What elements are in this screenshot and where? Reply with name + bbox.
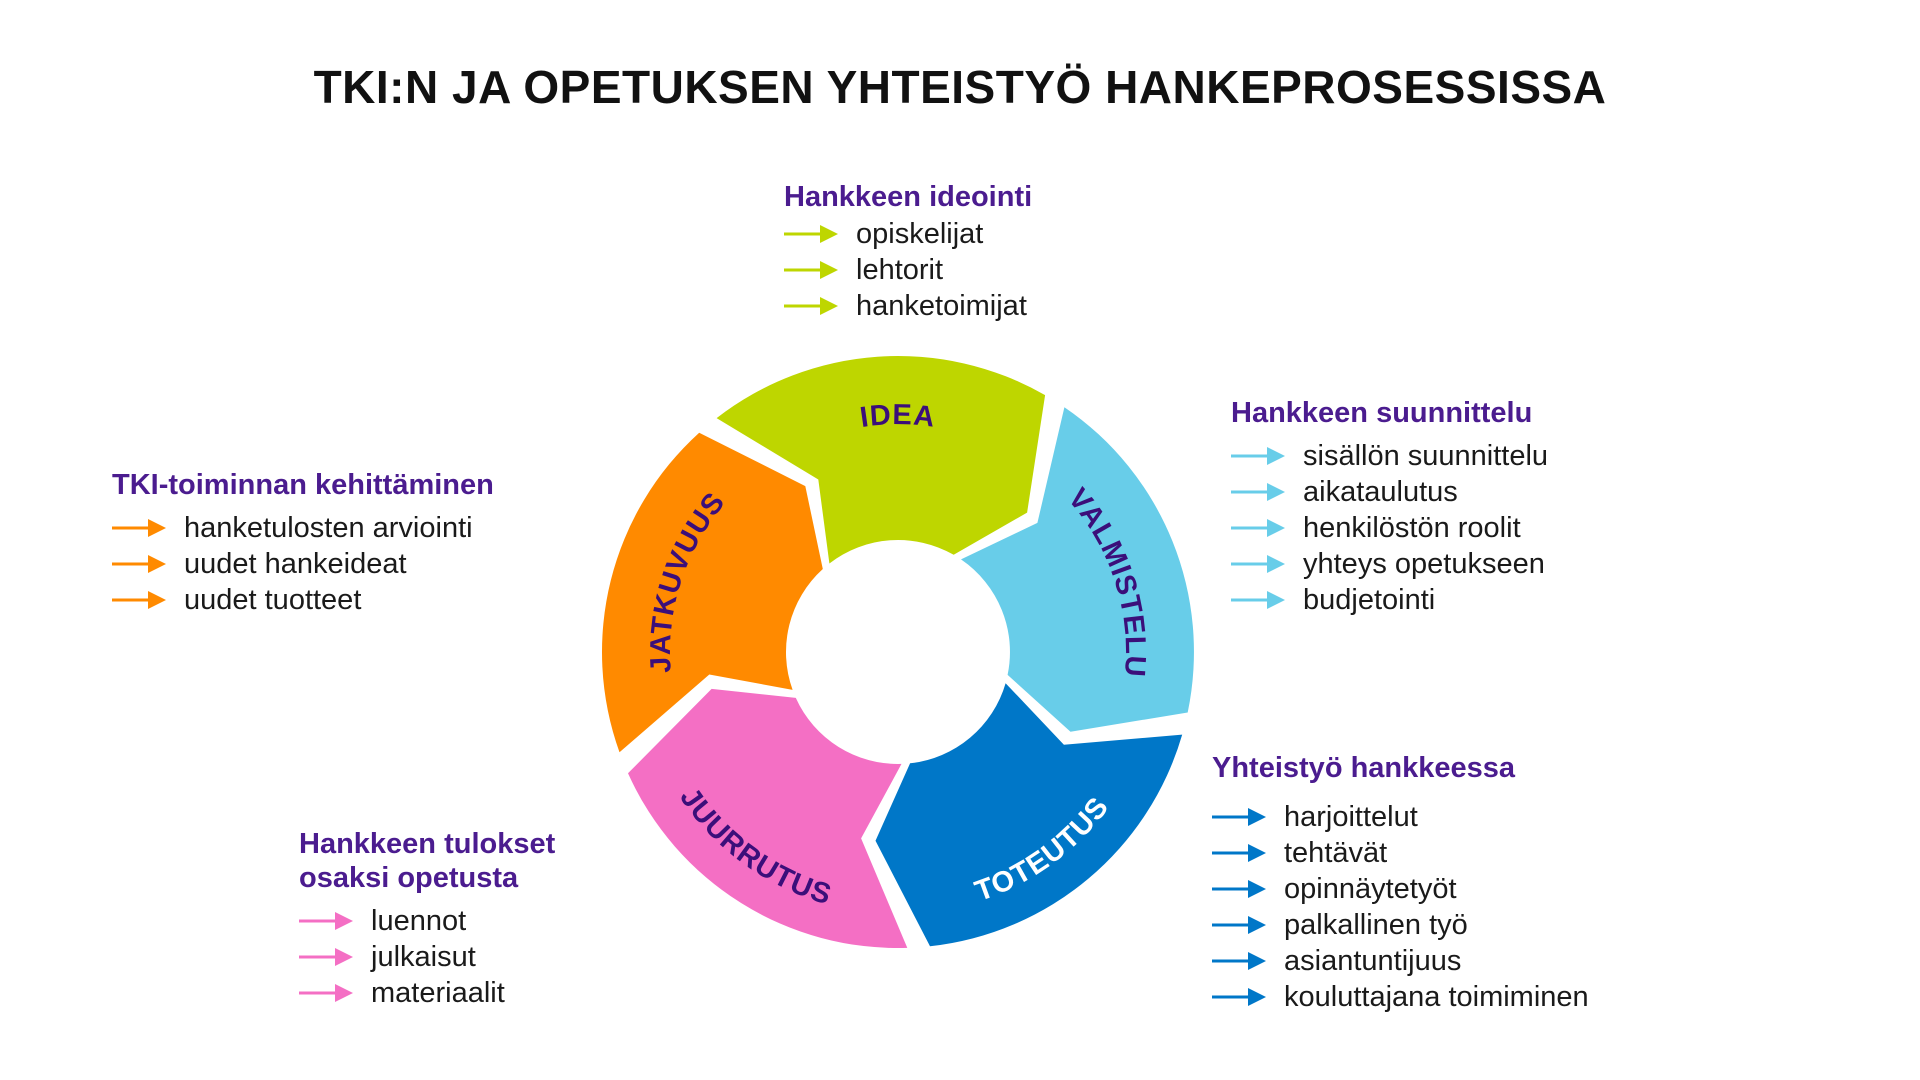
arrow-right-icon: [112, 518, 184, 538]
list-item: luennot: [299, 903, 555, 939]
list-item: budjetointi: [1231, 582, 1548, 618]
arrow-right-icon: [112, 590, 184, 610]
arrow-right-icon: [784, 296, 856, 316]
list-item-text: lehtorit: [856, 253, 944, 286]
list-item: julkaisut: [299, 939, 555, 975]
list-item: kouluttajana toimiminen: [1212, 979, 1589, 1015]
group-tki-toiminnan-kehittaminen: TKI-toiminnan kehittäminen hanketulosten …: [112, 468, 494, 618]
list-item-text: aikataulutus: [1303, 475, 1458, 508]
list-item: uudet tuotteet: [112, 582, 494, 618]
arrow-right-icon: [299, 911, 371, 931]
page-title: TKI:N JA OPETUKSEN YHTEISTYÖ HANKEPROSES…: [313, 61, 1607, 113]
arrow-right-icon: [784, 260, 856, 280]
arrow-right-icon: [299, 983, 371, 1003]
segment-juurrutus: [628, 688, 908, 949]
group-heading: Hankkeen suunnittelu: [1231, 397, 1533, 429]
group-heading: Hankkeen tulokset osaksi opetusta: [299, 828, 556, 894]
list-item: lehtorit: [784, 252, 1032, 288]
list-item: sisällön suunnittelu: [1231, 438, 1548, 474]
list-item-text: kouluttajana toimiminen: [1284, 980, 1589, 1013]
arrow-right-icon: [1231, 518, 1303, 538]
list-item-text: tehtävät: [1284, 836, 1388, 869]
list-item-text: henkilöstön roolit: [1303, 511, 1521, 544]
arrow-right-icon: [299, 947, 371, 967]
list-item: opiskelijat: [784, 216, 1032, 252]
list-item: yhteys opetukseen: [1231, 546, 1548, 582]
list-item-text: opinnäytetyöt: [1284, 872, 1457, 905]
arrow-right-icon: [1231, 482, 1303, 502]
arrow-right-icon: [784, 224, 856, 244]
list-item-text: hanketulosten arviointi: [184, 511, 473, 544]
arrow-right-icon: [1212, 951, 1284, 971]
list-item: aikataulutus: [1231, 474, 1548, 510]
list-item: hanketulosten arviointi: [112, 510, 494, 546]
arrow-right-icon: [112, 554, 184, 574]
segment-label-text: IDEA: [858, 399, 936, 434]
list-item-text: uudet hankeideat: [184, 547, 407, 580]
list-item-text: harjoittelut: [1284, 800, 1418, 833]
list-item-text: palkallinen työ: [1284, 908, 1468, 941]
segment-jatkuvuus: [601, 432, 823, 753]
arrow-right-icon: [1212, 807, 1284, 827]
list-item-text: materiaalit: [371, 976, 505, 1009]
list-item: hanketoimijat: [784, 288, 1032, 324]
group-hankkeen-tulokset: Hankkeen tulokset osaksi opetusta luennot…: [299, 827, 555, 1011]
list-item-text: opiskelijat: [856, 217, 984, 250]
list-item: uudet hankeideat: [112, 546, 494, 582]
list-item: opinnäytetyöt: [1212, 871, 1589, 907]
list-item-text: asiantuntijuus: [1284, 944, 1462, 977]
list-item-text: budjetointi: [1303, 583, 1436, 616]
segment-label-idea: IDEA: [858, 399, 937, 434]
list-item-text: luennot: [371, 904, 467, 937]
segment-valmistelu: [961, 407, 1194, 732]
arrow-right-icon: [1231, 590, 1303, 610]
list-item-text: sisällön suunnittelu: [1303, 439, 1549, 472]
list-item: henkilöstön roolit: [1231, 510, 1548, 546]
list-item-text: uudet tuotteet: [184, 583, 362, 616]
segment-idea: [716, 355, 1046, 564]
list-item-text: julkaisut: [371, 940, 476, 973]
arrow-right-icon: [1212, 915, 1284, 935]
list-item-text: yhteys opetukseen: [1303, 547, 1545, 580]
group-heading: Hankkeen ideointi: [784, 181, 1033, 213]
list-item: materiaalit: [299, 975, 555, 1011]
list-item: palkallinen työ: [1212, 907, 1589, 943]
segment-toteutus: [875, 683, 1183, 947]
group-heading: Yhteistyö hankkeessa: [1212, 752, 1516, 784]
arrow-right-icon: [1231, 446, 1303, 466]
arrow-right-icon: [1212, 987, 1284, 1007]
arrow-right-icon: [1212, 843, 1284, 863]
list-item: tehtävät: [1212, 835, 1589, 871]
group-hankkeen-suunnittelu: Hankkeen suunnittelu sisällön suunnittelu…: [1231, 396, 1548, 618]
arrow-right-icon: [1231, 554, 1303, 574]
arrow-right-icon: [1212, 879, 1284, 899]
group-heading: TKI-toiminnan kehittäminen: [112, 469, 494, 501]
list-item: harjoittelut: [1212, 799, 1589, 835]
list-item-text: hanketoimijat: [856, 289, 1027, 322]
list-item: asiantuntijuus: [1212, 943, 1589, 979]
